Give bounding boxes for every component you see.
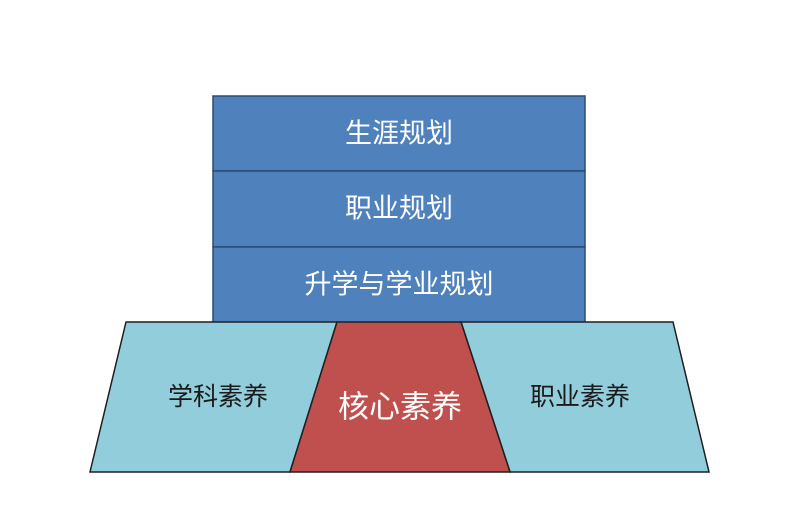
academic-planning-label: 升学与学业规划 [305,270,494,301]
planning-stack: 生涯规划 职业规划 升学与学业规划 [212,95,586,324]
core-literacy-label: 核心素养 [338,390,462,426]
vocational-literacy-label: 职业素养 [530,382,630,411]
career-planning-label: 生涯规划 [345,119,453,150]
vocational-planning-block [212,170,586,248]
core-literacy-shape [288,321,512,473]
subject-literacy-label: 学科素养 [168,382,268,411]
career-planning-block [212,95,586,172]
academic-planning-block [212,246,586,324]
vocational-planning-label: 职业规划 [345,194,453,225]
literacy-base: 学科素养 职业素养 核心素养 [89,321,710,473]
